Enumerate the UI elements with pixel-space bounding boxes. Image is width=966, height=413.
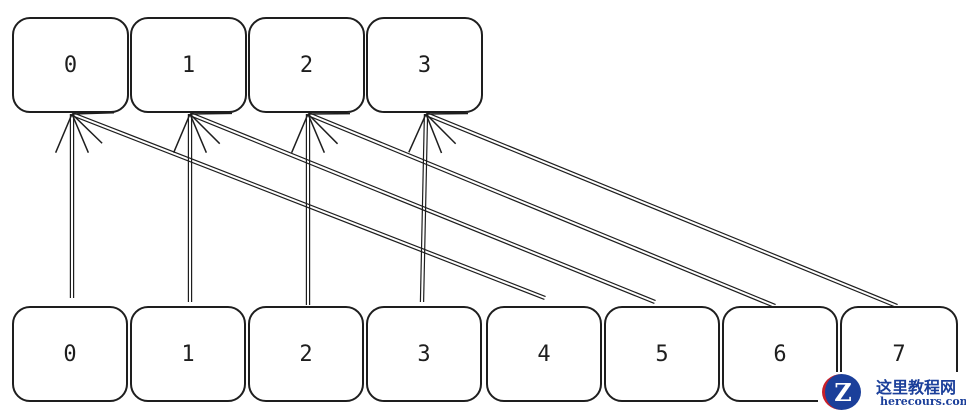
top-cell-3: 3 (366, 17, 483, 113)
arrow-2-to-2 (290, 113, 326, 305)
arrow-6-to-2 (307, 111, 776, 309)
arrow-7-to-3 (425, 111, 898, 309)
bottom-cell-5: 5 (604, 306, 720, 402)
arrow-5-to-1 (189, 111, 656, 305)
watermark: Z 这里教程网 herecours.com (818, 372, 966, 413)
bottom-cell-4: 4 (486, 306, 602, 402)
watermark-title: 这里教程网 (876, 378, 957, 397)
bottom-cell-2: 2 (248, 306, 364, 402)
arrow-1-to-1 (172, 113, 208, 302)
top-cell-2: 2 (248, 17, 365, 113)
watermark-logo-icon: Z (822, 374, 861, 410)
bottom-cell-3: 3 (366, 306, 482, 402)
arrow-4-to-0 (71, 111, 546, 301)
bottom-cell-0: 0 (12, 306, 128, 402)
bottom-cell-1: 1 (130, 306, 246, 402)
top-cell-0: 0 (12, 17, 129, 113)
watermark-url: herecours.com (880, 395, 966, 408)
arrow-0-to-0 (54, 113, 90, 298)
top-cell-1: 1 (130, 17, 247, 113)
